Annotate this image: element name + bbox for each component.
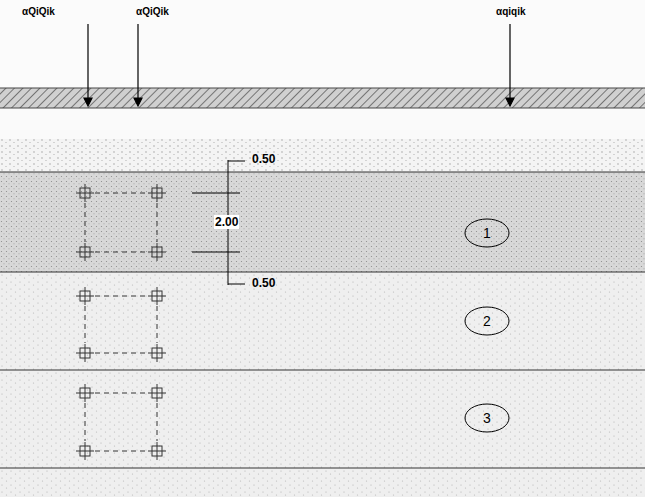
dimension-label: 2.00 [214,215,239,229]
load-label: αQiQik [22,6,55,17]
dimension-label: 0.50 [252,152,275,166]
callout-number: 1 [483,225,491,241]
layer-number: 1 [464,218,510,248]
layer-number: 3 [464,403,510,433]
callout-number: 2 [483,313,491,329]
callout-number: 3 [483,410,491,426]
load-label: αqiqik [496,6,525,17]
dimension-label: 0.50 [252,276,275,290]
load-label: αQiQik [136,6,169,17]
layer-number: 2 [464,306,510,336]
